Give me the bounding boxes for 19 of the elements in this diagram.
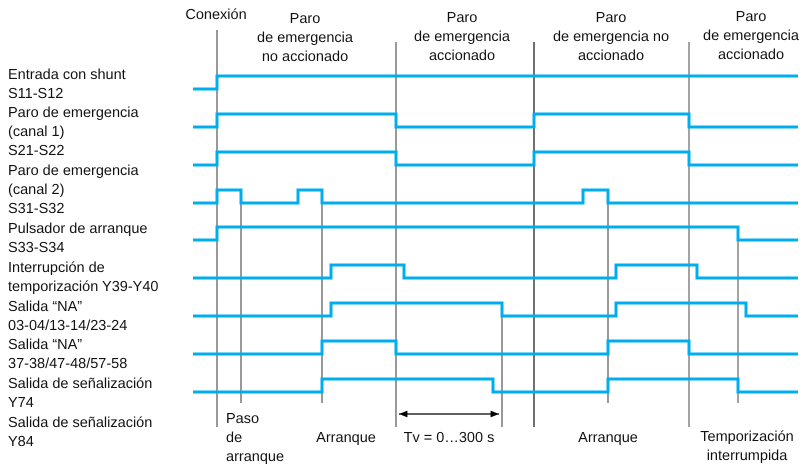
signal-name: Salida “NA” 03-04/13-14/23-24 <box>8 298 128 336</box>
phase-label: Paro de emergencia accionado <box>414 9 510 66</box>
signal-name: Paro de emergencia (canal 2) S31-S32 <box>8 162 139 220</box>
signal-name: Pulsador de arranque S33-S34 <box>8 220 148 258</box>
signal-name: Interrupción de temporización Y39-Y40 <box>8 259 158 297</box>
event-label: Arranque <box>578 429 638 448</box>
phase-label: Paro de emergencia no accionado <box>552 9 670 66</box>
signal-name: Salida de señalización Y84 <box>8 414 152 452</box>
event-label: Temporización interrumpida <box>700 428 794 466</box>
signal-name: Entrada con shunt S11-S12 <box>8 66 126 104</box>
event-label: Arranque <box>316 429 376 448</box>
signal-name: Salida “NA” 37-38/47-48/57-58 <box>8 336 128 374</box>
signal-name: Salida de señalización Y74 <box>8 375 152 414</box>
event-label: Tv = 0…300 s <box>404 429 494 448</box>
signal-name: Paro de emergencia (canal 1) S21-S22 <box>8 104 139 162</box>
phase-label: Paro de emergencia no accionado <box>257 10 353 67</box>
header-label: Conexión <box>185 6 247 25</box>
phase-label: Paro de emergencia accionado <box>703 8 799 65</box>
event-label: Paso de arranque <box>226 410 284 467</box>
